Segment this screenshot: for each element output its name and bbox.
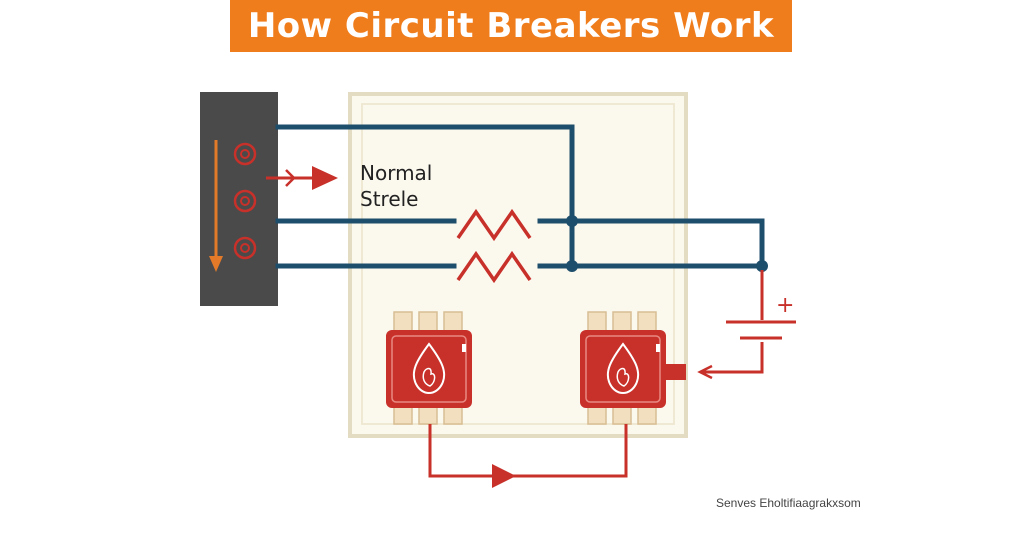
fire-icon	[412, 342, 446, 394]
footer-text: Senves Eholtifiaagrakxsom	[716, 496, 861, 510]
wire-junction	[566, 260, 578, 272]
breaker-module-right	[580, 311, 686, 425]
terminal-icon	[233, 189, 257, 213]
electrical-panel	[200, 92, 278, 306]
page-title: How Circuit Breakers Work	[247, 6, 775, 46]
plus-label: +	[776, 293, 794, 318]
zigzag-element	[456, 250, 532, 284]
state-label-line2: Strele	[360, 187, 419, 211]
fire-icon	[606, 342, 640, 394]
wire-middle-right	[537, 218, 765, 269]
wire-junction	[756, 260, 768, 272]
title-banner: How Circuit Breakers Work	[230, 0, 792, 52]
terminal-icon	[233, 236, 257, 260]
loop-arrow-icon	[492, 464, 516, 488]
state-label-line1: Normal	[360, 161, 433, 185]
state-label: Normal Strele	[360, 160, 432, 212]
zigzag-element	[456, 208, 532, 242]
breaker-module-left	[386, 311, 472, 425]
terminal-icon	[233, 142, 257, 166]
wire-junction	[566, 215, 578, 227]
current-loop	[428, 424, 628, 478]
right-arrow-icon	[312, 166, 338, 190]
down-arrow-head	[209, 256, 223, 272]
